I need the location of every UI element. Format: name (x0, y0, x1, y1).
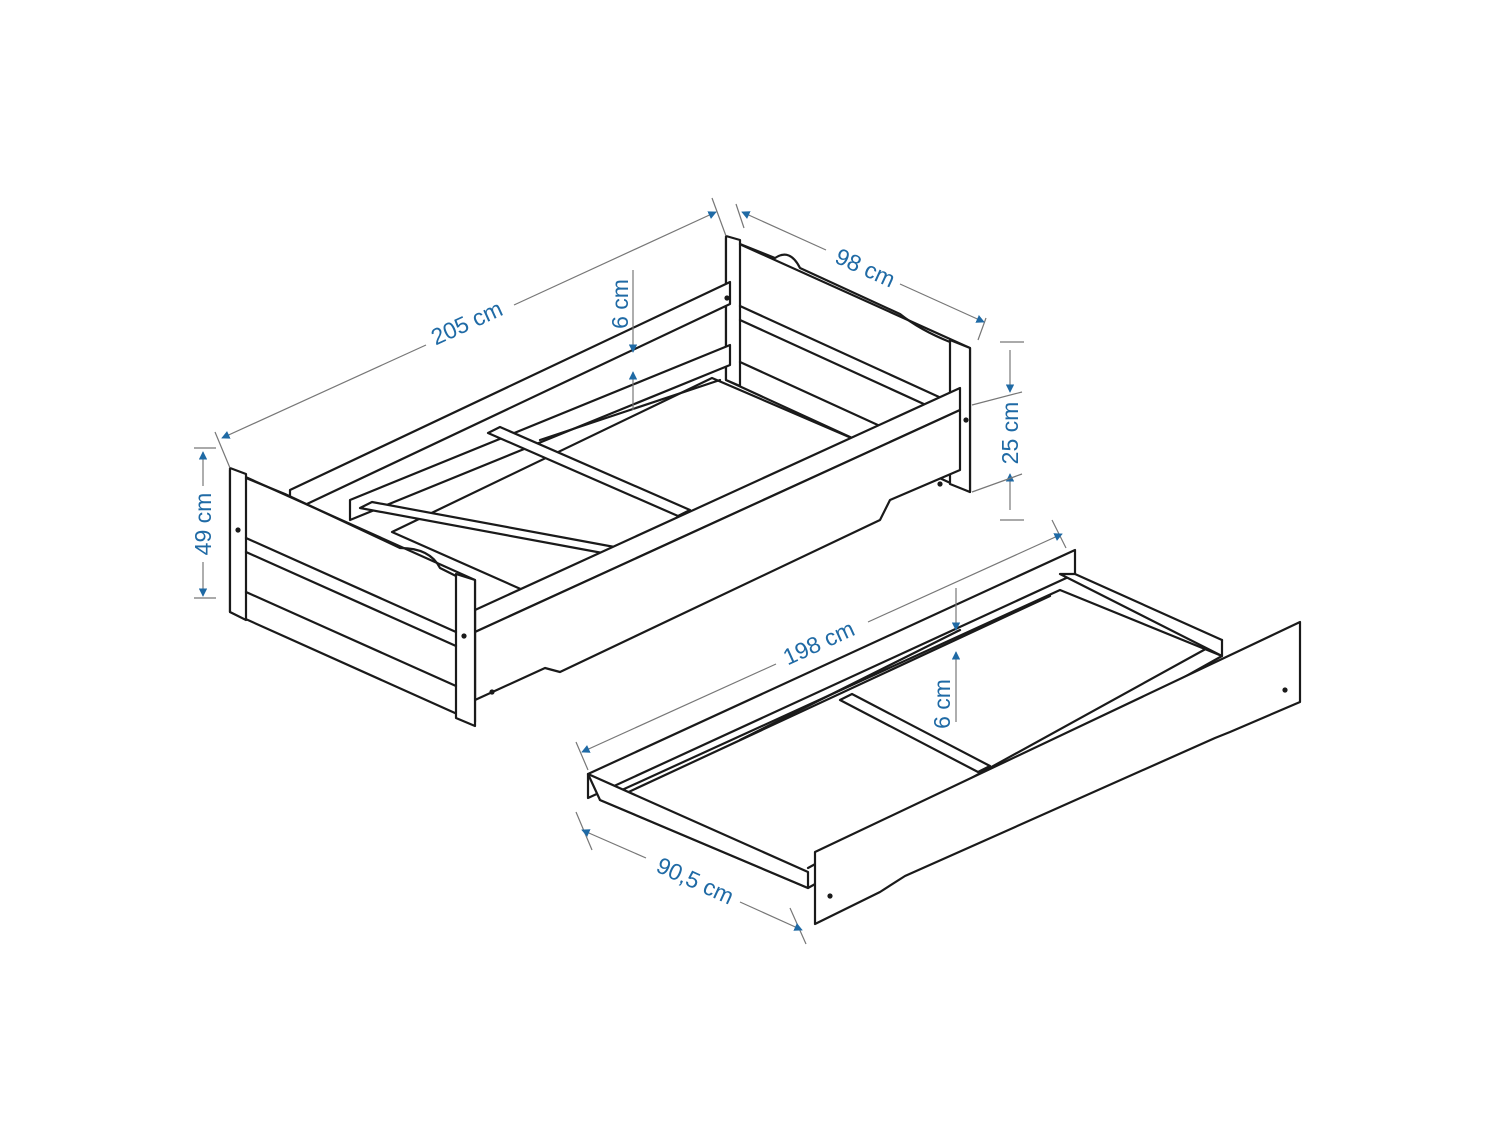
dim-label-drawer-width: 90,5 cm (653, 852, 738, 910)
bed-front-right-post (454, 572, 477, 728)
dim-label-drawer-rail-gap: 6 cm (929, 679, 955, 729)
drawer-right-side (1058, 572, 1224, 658)
dim-label-bed-width: 98 cm (831, 243, 899, 293)
dim-label-bed-height: 49 cm (190, 493, 216, 556)
bed-frame (228, 234, 972, 728)
dimension-bed-leg-height: 25 cm (971, 341, 1024, 521)
drawer-front-panel (813, 620, 1302, 926)
dim-label-bed-leg-height: 25 cm (997, 402, 1023, 465)
dimension-bed-rail-gap: 6 cm (607, 270, 638, 410)
dim-label-bed-length: 205 cm (427, 295, 506, 350)
dimension-bed-height: 49 cm (190, 447, 216, 599)
bed-front-apron (473, 408, 962, 702)
dimension-drawer-rail-gap: 6 cm (929, 588, 961, 729)
dim-label-bed-rail-gap: 6 cm (607, 279, 633, 329)
drawer-left-side (586, 772, 810, 890)
drawer (586, 548, 1302, 926)
bed-front-left-post (228, 466, 248, 622)
